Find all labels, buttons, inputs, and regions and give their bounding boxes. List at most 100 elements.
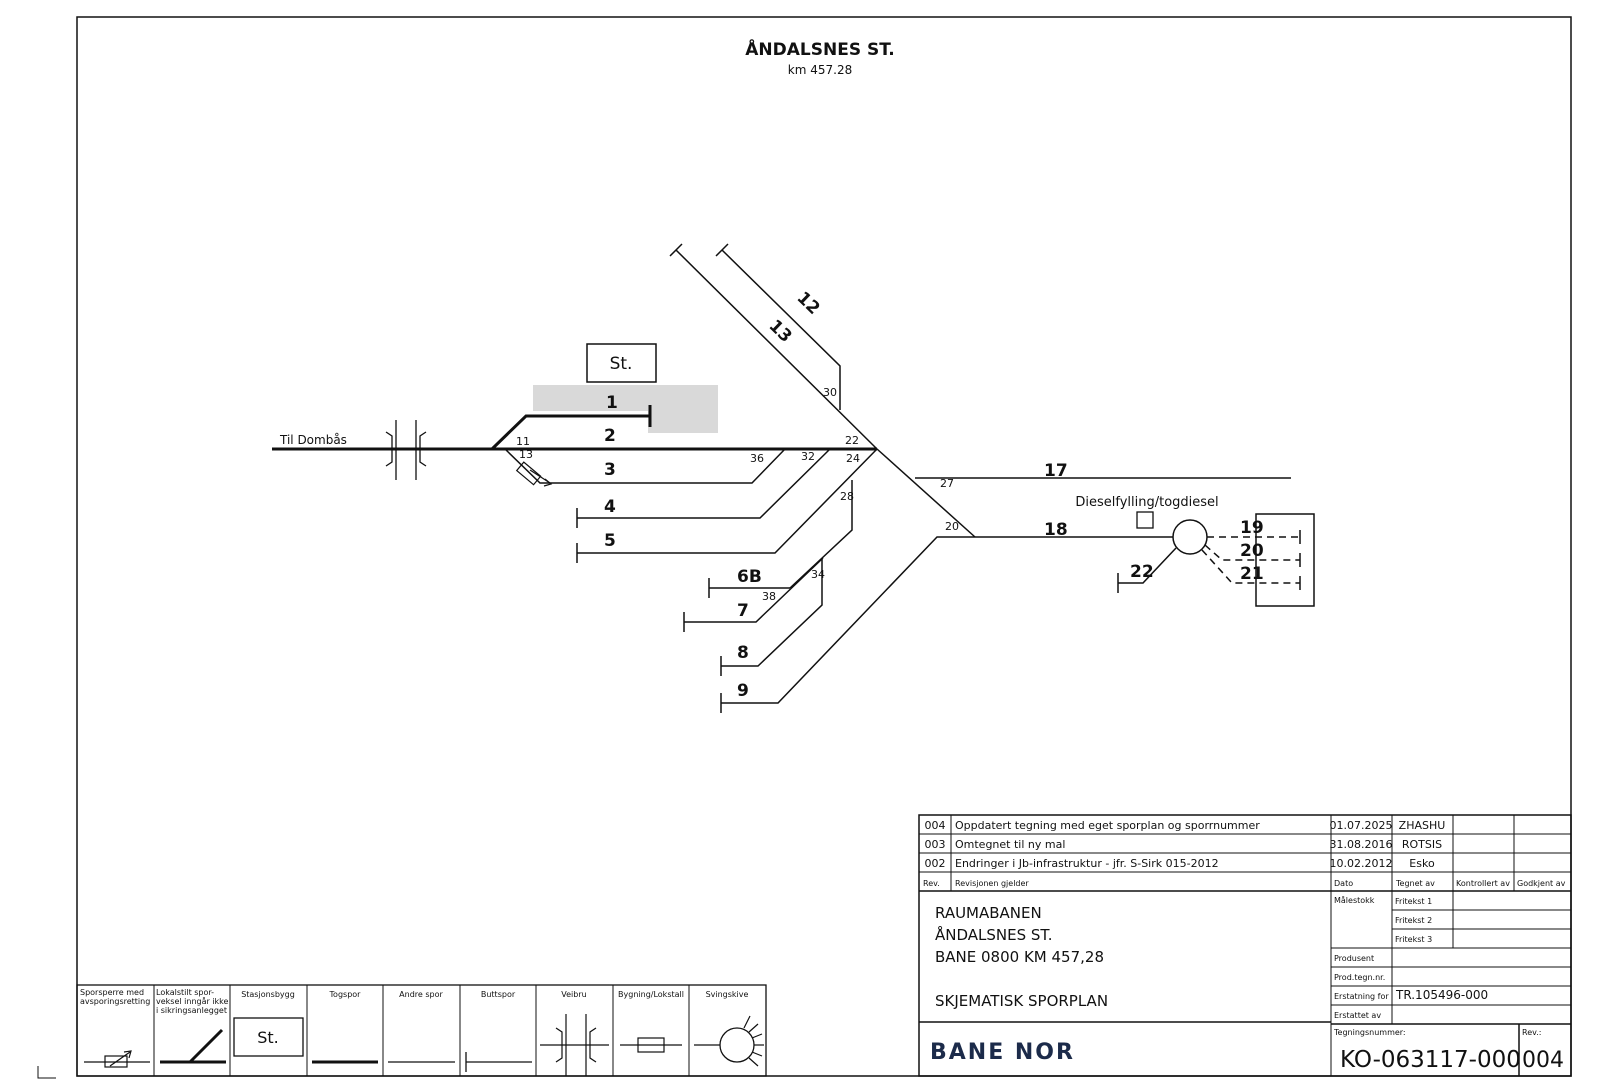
- switch-36: 36: [750, 452, 764, 465]
- rev-header-drawn: Tegnet av: [1395, 879, 1435, 888]
- replaces-label: Erstatning for: [1334, 992, 1389, 1001]
- scale-label: Målestokk: [1334, 895, 1375, 905]
- track-20-radial: [1204, 544, 1300, 561]
- replaced-label: Erstattet av: [1334, 1011, 1381, 1020]
- title-line-3: BANE 0800 KM 457,28: [935, 948, 1104, 966]
- rev-row-2-by: ROTSIS: [1402, 838, 1442, 851]
- rev-header-text: Revisjonen gjelder: [955, 879, 1029, 888]
- rev-header-approved: Godkjent av: [1517, 879, 1566, 888]
- bane-nor-logo: BANE NOR: [930, 1040, 1075, 1065]
- track-label-9: 9: [737, 681, 749, 701]
- switch-27: 27: [940, 477, 954, 490]
- platform: [533, 385, 718, 411]
- switch-22: 22: [845, 434, 859, 447]
- track-13: [675, 249, 878, 450]
- track-3: [504, 448, 786, 484]
- rev-row-3-text: Endringer i Jb-infrastruktur - jfr. S-Si…: [955, 857, 1219, 870]
- legend-derail-icon: [84, 1050, 150, 1068]
- track-label-8: 8: [737, 643, 749, 663]
- rev-row-1-date: 01.07.2025: [1330, 819, 1393, 832]
- drawing-frame: [76, 16, 1572, 1077]
- track-12: [721, 249, 841, 410]
- track-label-12: 12: [793, 288, 824, 319]
- legend-local-switch-label: Lokalstilt spor-veksel inngår ikke i sik…: [156, 988, 229, 1015]
- station-km: km 457.28: [788, 63, 852, 77]
- track-22-radial: [1118, 547, 1177, 584]
- replaces-value: TR.105496-000: [1395, 988, 1488, 1002]
- rev-row-2-date: 31.08.2016: [1330, 838, 1393, 851]
- rev-header-rev: Rev.: [923, 879, 940, 888]
- rev-row-1-number: 004: [925, 819, 946, 832]
- legend-dead-end-icon: [465, 1052, 532, 1072]
- track-21-radial: [1201, 549, 1300, 584]
- corner-mark: [37, 1066, 56, 1079]
- track-label-18: 18: [1044, 520, 1068, 540]
- station-building: [586, 343, 657, 383]
- track-4: [577, 448, 831, 519]
- rev-header-checked: Kontrollert av: [1456, 879, 1510, 888]
- diesel-label: Dieselfylling/togdiesel: [1075, 495, 1218, 510]
- title-block: 004 Oppdatert tegning med eget sporplan …: [918, 814, 1572, 1077]
- track-label-22: 22: [1130, 562, 1154, 582]
- legend-station-label: Stasjonsbygg: [241, 990, 295, 999]
- prodnr-label: Prod.tegn.nr.: [1334, 973, 1385, 982]
- track-8: [721, 558, 823, 667]
- legend-dead-end-label: Buttspor: [481, 990, 516, 999]
- switch-24: 24: [846, 452, 860, 465]
- drawing-number-label: Tegningsnummer:: [1333, 1028, 1406, 1037]
- connector-east: [876, 448, 976, 538]
- track-label-1: 1: [606, 393, 618, 413]
- rev-row-1-by: ZHASHU: [1399, 819, 1446, 832]
- legend-main-track-label: Togspor: [329, 990, 362, 999]
- free-text-3: Fritekst 3: [1395, 935, 1432, 944]
- rev-row-2-text: Omtegnet til ny mal: [955, 838, 1065, 851]
- track-1: [490, 414, 650, 451]
- engine-shed: [1255, 513, 1315, 607]
- switch-34: 34: [811, 568, 825, 581]
- rev-row-1-text: Oppdatert tegning med eget sporplan og s…: [955, 819, 1260, 832]
- rev-header-date: Dato: [1334, 879, 1353, 888]
- track-label-20: 20: [1240, 541, 1264, 561]
- free-text-2: Fritekst 2: [1395, 916, 1432, 925]
- switch-13: 13: [519, 448, 533, 461]
- track-label-3: 3: [604, 460, 616, 480]
- title-line-1: RAUMABANEN: [935, 904, 1042, 922]
- legend-local-switch-icon: [160, 1028, 226, 1064]
- turntable: [1172, 519, 1208, 555]
- title-line-4: SKJEMATISK SPORPLAN: [935, 992, 1108, 1010]
- legend-building-label: Bygning/Lokstall: [618, 990, 684, 999]
- track-label-19: 19: [1240, 518, 1264, 538]
- station-title: ÅNDALSNES ST.: [745, 37, 894, 60]
- track-label-7: 7: [737, 601, 749, 621]
- track-9: [721, 536, 975, 704]
- legend-bridge-label: Veibru: [561, 990, 586, 999]
- diesel-building: [1136, 511, 1154, 529]
- track-5: [577, 448, 878, 554]
- drawing-number: KO-063117-000: [1340, 1047, 1521, 1073]
- direction-label: Til Dombås: [279, 433, 347, 447]
- legend-derail-label: Sporsperre med avsporingsretting: [80, 988, 151, 1006]
- rev-label: Rev.:: [1522, 1028, 1541, 1037]
- station-building-label: St.: [610, 354, 633, 374]
- legend-station-icon: St.: [233, 1017, 304, 1057]
- track-label-6b: 6B: [737, 567, 762, 587]
- legend-bridge-icon: [540, 1014, 609, 1076]
- rev-row-2-number: 003: [925, 838, 946, 851]
- legend-turntable-icon: [694, 1015, 764, 1067]
- legend-building-icon: [620, 1037, 682, 1053]
- track-label-5: 5: [604, 531, 616, 551]
- platform-extension: [648, 411, 718, 433]
- legend-other-track-label: Andre spor: [399, 990, 443, 999]
- connector-28: [789, 480, 853, 589]
- switch-20: 20: [945, 520, 959, 533]
- switch-30: 30: [823, 386, 837, 399]
- switch-38: 38: [762, 590, 776, 603]
- producer-label: Produsent: [1334, 954, 1374, 963]
- track-label-17: 17: [1044, 461, 1068, 481]
- rev-row-3-by: Esko: [1409, 857, 1435, 870]
- track-label-2: 2: [604, 426, 616, 446]
- title-line-2: ÅNDALSNES ST.: [935, 925, 1053, 944]
- rev-value: 004: [1522, 1048, 1564, 1073]
- rev-row-3-number: 002: [925, 857, 946, 870]
